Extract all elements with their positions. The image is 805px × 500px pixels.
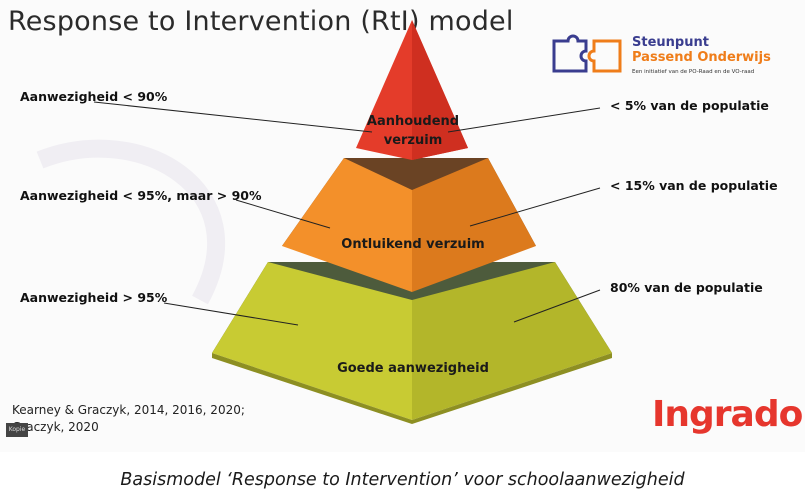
tier-1-name-line2: verzuim	[384, 133, 443, 148]
tier-1-population-label: < 5% van de populatie	[610, 98, 769, 113]
leader-line-tier3-right	[513, 289, 601, 323]
leader-line-tier1-right	[447, 107, 601, 133]
citation: Kearney & Graczyk, 2014, 2016, 2020; Gra…	[12, 402, 245, 436]
leader-line-tier2-right	[469, 187, 601, 227]
logo-text-steunpunt: Steunpunt	[632, 35, 709, 50]
tier-2-name: Ontluikend verzuim	[341, 237, 484, 252]
logo-tagline: Een initiatief van de PO-Raad en de VO-r…	[632, 69, 755, 75]
steunpunt-logo: Steunpunt Passend Onderwijs Een initiati…	[550, 31, 780, 81]
tier-3-name: Goede aanwezigheid	[337, 361, 489, 376]
tier-1-attendance-label: Aanwezigheid < 90%	[20, 89, 168, 104]
puzzle-pieces-icon	[552, 34, 622, 73]
figure-caption: Basismodel ‘Response to Intervention’ vo…	[120, 470, 685, 490]
tier-base-right-face	[412, 262, 612, 420]
tier-middle-left-face	[282, 158, 412, 292]
rti-pyramid: Aanhoudend verzuim Ontluikend verzuim Go…	[36, 20, 612, 424]
leader-line-tier2-left	[235, 199, 331, 229]
tier-2-attendance-label: Aanwezigheid < 95%, maar > 90%	[20, 188, 262, 203]
tier-2-population-label: < 15% van de populatie	[610, 178, 778, 193]
citation-line1: Kearney & Graczyk, 2014, 2016, 2020;	[12, 403, 245, 417]
copy-badge: Kopie	[6, 423, 28, 437]
tier-base-left-face	[212, 262, 412, 420]
leader-line-tier1-left	[93, 101, 373, 133]
tier-top-right-face	[412, 20, 468, 160]
ingrado-logo: Ingrado	[652, 394, 803, 435]
slide: Response to Intervention (RtI) model Ste…	[6, 6, 804, 437]
logo-text-passend-onderwijs: Passend Onderwijs	[632, 50, 771, 65]
tier-3-attendance-label: Aanwezigheid > 95%	[20, 290, 168, 305]
leader-line-tier3-left	[163, 302, 299, 326]
background-decoration	[36, 139, 225, 305]
tier-1-name-line1: Aanhoudend	[367, 114, 459, 129]
slide-title: Response to Intervention (RtI) model	[8, 6, 514, 37]
tier-3-population-label: 80% van de populatie	[610, 280, 763, 295]
